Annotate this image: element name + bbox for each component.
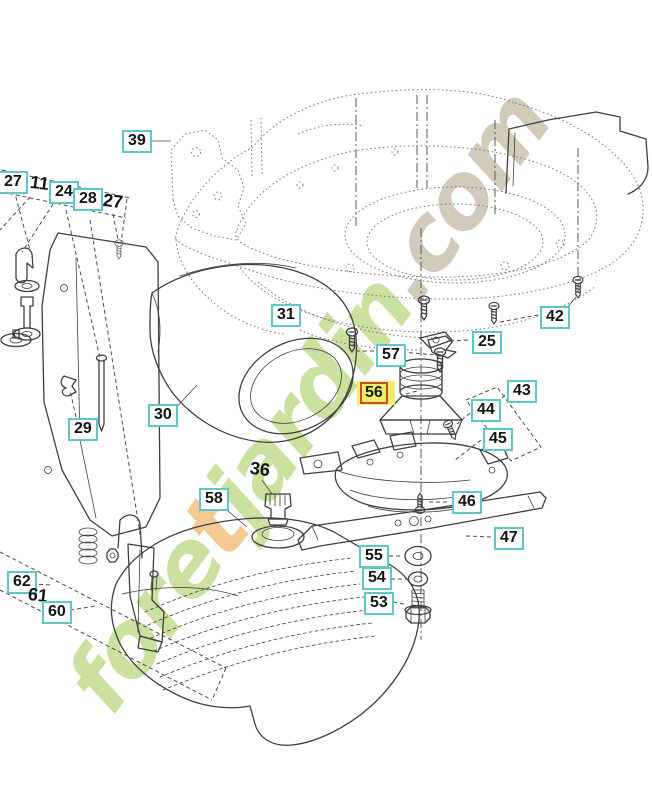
blade-housing — [299, 431, 509, 513]
blade — [297, 491, 547, 551]
center-screws — [345, 295, 457, 373]
part-label-54[interactable]: 54 — [362, 567, 392, 590]
brake-lever-assembly — [78, 514, 165, 653]
part-label-56[interactable]: 56 — [357, 381, 395, 405]
part-label-28[interactable]: 28 — [73, 188, 103, 211]
part-label-53[interactable]: 53 — [364, 592, 394, 615]
part-label-11[interactable]: 11 — [28, 171, 51, 195]
highlighted-part-number: 56 — [360, 382, 388, 404]
part-label-24[interactable]: 24 — [49, 181, 79, 204]
part-label-47[interactable]: 47 — [494, 527, 524, 550]
part-label-30[interactable]: 30 — [148, 404, 178, 427]
adjuster-bolt-group — [414, 386, 542, 514]
part-label-44[interactable]: 44 — [471, 399, 501, 422]
part-label-43[interactable]: 43 — [507, 380, 537, 403]
part-label-31[interactable]: 31 — [271, 304, 301, 327]
mulch-cap — [264, 493, 292, 526]
handle-bracket — [170, 117, 263, 241]
discharge-chute — [149, 262, 358, 443]
part-label-39[interactable]: 39 — [122, 130, 152, 153]
part-label-58[interactable]: 58 — [199, 488, 229, 511]
part-label-29[interactable]: 29 — [68, 418, 98, 441]
part-label-46[interactable]: 46 — [452, 491, 482, 514]
right-screws — [419, 275, 584, 349]
part-label-42[interactable]: 42 — [540, 306, 570, 329]
part-label-57[interactable]: 57 — [376, 344, 406, 367]
part-label-27a[interactable]: 27 — [0, 171, 28, 194]
rear-flap — [505, 111, 649, 195]
part-label-27b[interactable]: 27 — [101, 189, 125, 213]
part-label-45[interactable]: 45 — [483, 428, 513, 451]
part-label-62[interactable]: 62 — [7, 571, 37, 594]
part-label-55[interactable]: 55 — [359, 545, 389, 568]
mulch-plug — [110, 517, 420, 746]
small-fasteners-left — [0, 239, 124, 432]
part-label-25[interactable]: 25 — [472, 331, 502, 354]
part-label-36[interactable]: 36 — [248, 457, 272, 481]
washer-stack — [404, 545, 432, 624]
part-label-60[interactable]: 60 — [42, 601, 72, 624]
